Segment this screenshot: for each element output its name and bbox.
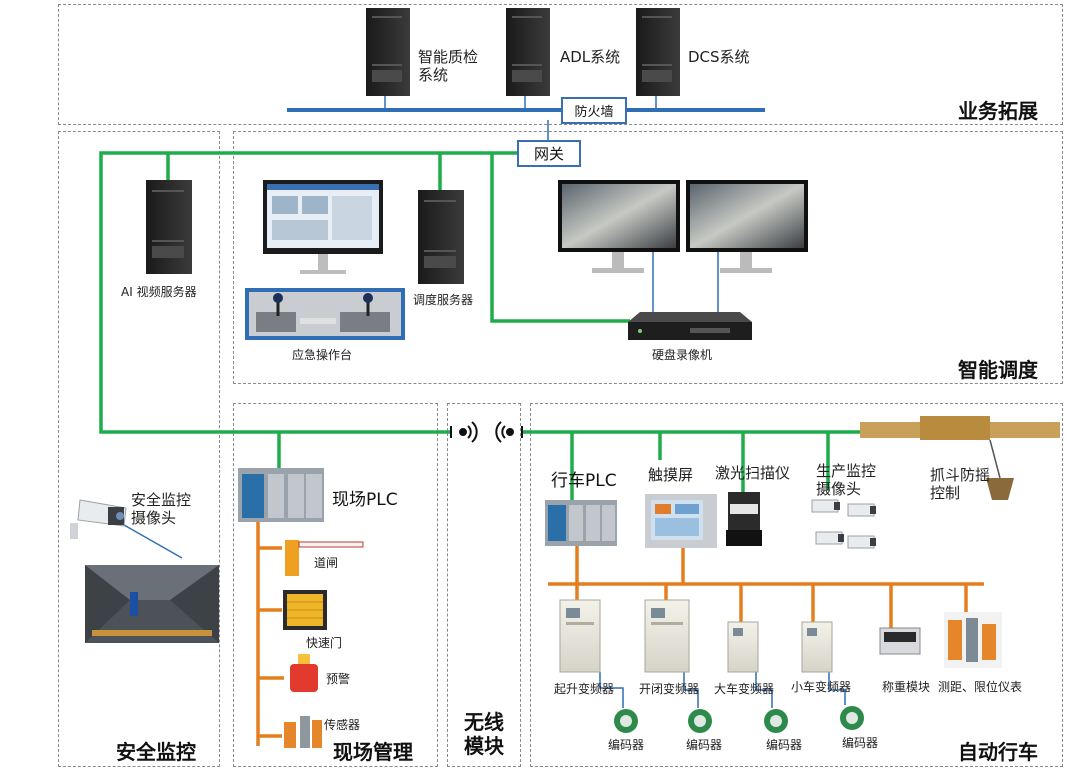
quality-label-line1: 智能质检 (418, 48, 479, 66)
alarm-light-icon (290, 654, 318, 692)
console-label: 应急操作台 (292, 348, 353, 362)
field-plc-label: 现场PLC (332, 490, 398, 510)
camera-monitor-1 (558, 180, 680, 273)
encoder-label-2: 编码器 (686, 738, 723, 752)
encoder-icon-1 (614, 709, 638, 733)
sensor-icon (284, 716, 322, 748)
wireless-antenna-left-icon (450, 421, 478, 443)
region-field-title: 现场管理 (333, 740, 413, 764)
region-safety (58, 131, 220, 767)
region-dispatch (233, 131, 1063, 384)
laser-scanner-icon (726, 492, 762, 546)
production-camera-label-line2: 摄像头 (816, 480, 862, 498)
green-network-bus (99, 151, 880, 500)
ai-server-icon (146, 180, 192, 274)
pc-dcs (636, 8, 680, 96)
region-business (58, 4, 1063, 125)
region-business-title: 业务拓展 (958, 99, 1038, 123)
pc-quality (366, 8, 410, 96)
region-field (233, 403, 438, 767)
encoder-icon-4 (840, 706, 864, 730)
safety-camera-label-line1: 安全监控 (131, 491, 192, 509)
vfd-hoist-label: 起升变频器 (554, 682, 615, 696)
region-crane-title: 自动行车 (958, 740, 1038, 764)
encoder-icon-2 (688, 709, 712, 733)
safety-camera-label-line2: 摄像头 (131, 509, 177, 527)
vfd-trolley-icon (801, 621, 833, 673)
touch-screen-icon (645, 494, 717, 548)
gate-label: 道闸 (314, 556, 339, 570)
fast-door-icon (283, 590, 327, 630)
camera-monitor-2 (686, 180, 808, 273)
vfd-bridge-label: 大车变频器 (714, 682, 775, 696)
safety-camera-label: 安全监控 摄像头 (131, 491, 191, 527)
dispatch-server-icon (418, 190, 464, 284)
nvr-label: 硬盘录像机 (652, 348, 713, 362)
dispatch-server-label: 调度服务器 (413, 293, 474, 307)
ai-server-label: AI 视频服务器 (121, 285, 197, 299)
region-dispatch-title: 智能调度 (958, 358, 1038, 382)
dispatch-monitor-icon (263, 180, 383, 274)
crane-orange-bus (548, 546, 984, 628)
fast-door-label: 快速门 (306, 636, 343, 650)
production-cameras-icon (811, 499, 876, 549)
overhead-crane-icon (860, 416, 1060, 500)
limit-instruments-icon (944, 612, 1002, 668)
sensor-label: 传感器 (324, 718, 361, 732)
vfd-trolley-label: 小车变频器 (791, 680, 852, 694)
pc-adl (506, 8, 550, 96)
region-crane (530, 403, 1063, 767)
encoder-label-3: 编码器 (766, 738, 803, 752)
limit-instruments-label: 测距、限位仪表 (938, 680, 1023, 694)
crane-plc-label: 行车PLC (551, 471, 617, 491)
wireless-antenna-right-icon (495, 421, 523, 443)
field-orange-bus (256, 522, 284, 746)
gate-barrier-icon (285, 540, 364, 576)
firewall-box: 防火墙 (561, 97, 627, 124)
vfd-hoist-icon (559, 599, 601, 673)
vfd-grab-icon (644, 599, 690, 673)
production-camera-label-line1: 生产监控 (816, 462, 877, 480)
weigh-module-label: 称重模块 (882, 680, 931, 694)
vfd-grab-label: 开闭变频器 (639, 682, 700, 696)
touch-screen-label: 触摸屏 (648, 466, 694, 484)
laser-scanner-label: 激光扫描仪 (715, 464, 791, 482)
field-plc-icon (238, 468, 324, 522)
dcs-system-label: DCS系统 (688, 48, 750, 66)
gateway-box: 网关 (517, 140, 581, 167)
safety-camera-icon (70, 499, 127, 539)
safety-camera-view (85, 565, 219, 643)
region-wireless-title: 无线 模块 (452, 710, 516, 758)
antisway-label-line2: 控制 (930, 484, 961, 502)
wireless-title-line1: 无线 (464, 710, 504, 734)
vfd-bridge-icon (727, 621, 759, 673)
alarm-label: 预警 (326, 672, 351, 686)
encoder-label-4: 编码器 (842, 736, 879, 750)
crane-plc-icon (545, 500, 617, 546)
encoder-label-1: 编码器 (608, 738, 645, 752)
adl-system-label: ADL系统 (560, 48, 621, 66)
encoder-links (599, 672, 846, 708)
encoder-icon-3 (764, 709, 788, 733)
region-safety-title: 安全监控 (116, 740, 196, 764)
quality-label-line2: 系统 (418, 66, 449, 84)
production-camera-label: 生产监控 摄像头 (816, 462, 876, 498)
region-wireless (447, 403, 521, 767)
nvr-icon (628, 312, 752, 340)
emergency-console-icon (245, 288, 405, 340)
wireless-title-line2: 模块 (464, 734, 504, 758)
weigh-module-icon (879, 627, 921, 655)
antisway-label: 抓斗防摇 控制 (930, 466, 990, 502)
quality-system-label: 智能质检 系统 (418, 48, 478, 84)
antisway-label-line1: 抓斗防摇 (930, 466, 991, 484)
